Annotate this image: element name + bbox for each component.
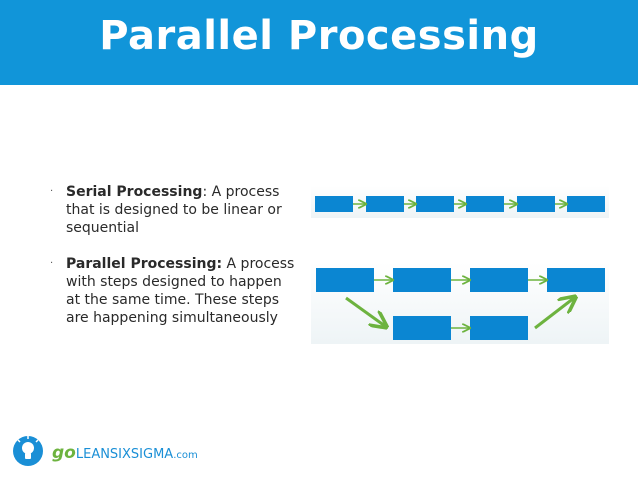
logo-wordmark: goLEANSIXSIGMA.com [52,443,198,463]
lightbulb-icon [13,436,43,466]
parallel-step [316,268,374,292]
serial-step [517,196,555,212]
parallel-step [470,268,528,292]
bullet-term: Serial Processing [66,184,203,200]
parallel-branch-step [393,316,451,340]
parallel-step [393,268,451,292]
bullet-term: Parallel Processing: [66,256,223,272]
page-title: Parallel Processing [99,13,539,59]
parallel-step [547,268,605,292]
bullet-text: : A process that is designed to be linea… [66,184,282,236]
branch-out-arrow [345,296,385,326]
serial-panel [311,186,609,218]
bullet-text: A process with steps designed to happen … [66,256,295,326]
serial-step [567,196,605,212]
serial-step [315,196,353,212]
logo-main: LEANSIXSIGMA [75,447,174,462]
bullet-dot-icon: · [50,186,54,197]
company-logo: goLEANSIXSIGMA.com [12,434,212,468]
branch-in-arrow [534,298,574,330]
parallel-process [316,268,605,340]
bullet-list: · Serial Processing: A process that is d… [48,183,298,327]
logo-go: go [52,443,76,463]
serial-process [315,196,605,212]
serial-step [416,196,454,212]
title-bar: Parallel Processing [0,0,638,85]
serial-step [366,196,404,212]
bullet-dot-icon: · [50,258,54,269]
bullet-parallel: · Parallel Processing: A process with st… [48,255,298,327]
serial-step [466,196,504,212]
bullet-serial: · Serial Processing: A process that is d… [48,183,298,237]
parallel-branch-step [470,316,528,340]
logo-suffix: .com [173,450,198,461]
